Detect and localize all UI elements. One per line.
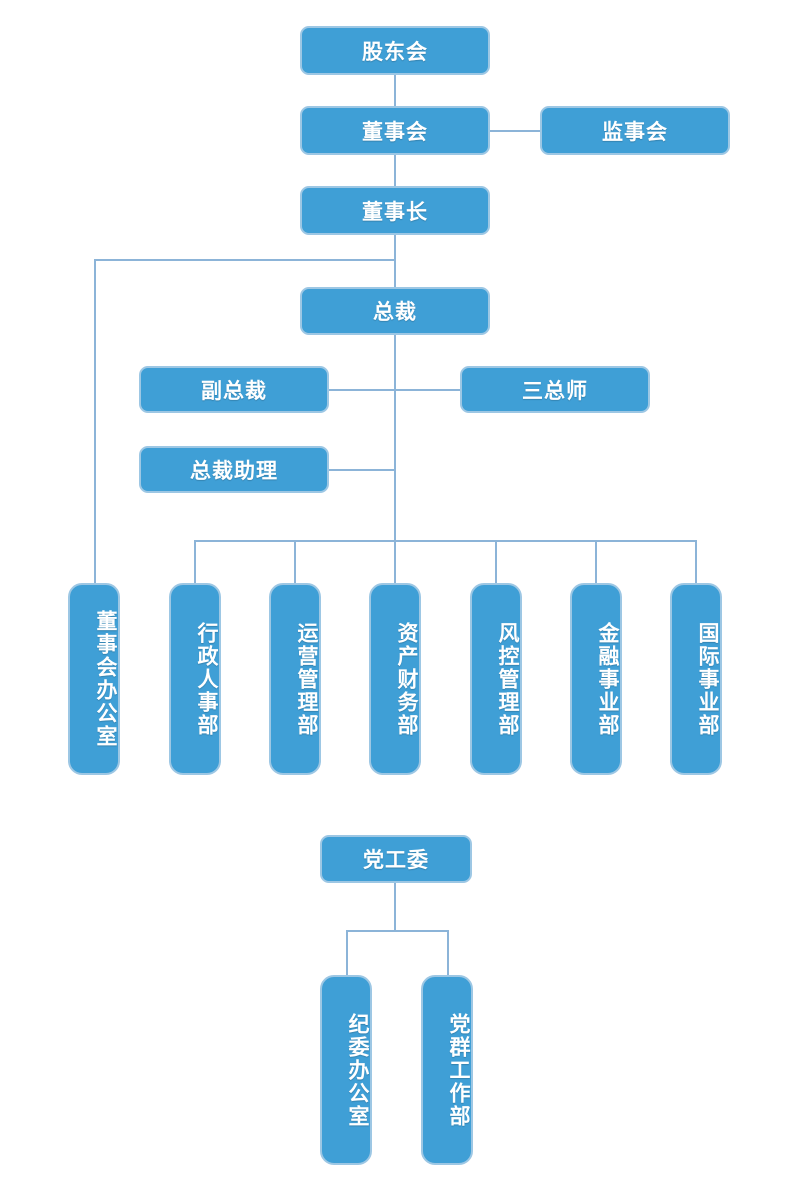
connector-shareholders-to-board xyxy=(394,75,396,106)
connector-president-to-assistant xyxy=(329,469,396,471)
node-president[interactable]: 总裁 xyxy=(300,287,490,335)
connector-chairman-to-board-office-vertical xyxy=(94,259,96,583)
node-label: 纪委办公室 xyxy=(346,1012,370,1128)
node-risk-control-dept[interactable]: 风控管理部 xyxy=(470,583,522,775)
node-chairman[interactable]: 董事长 xyxy=(300,186,490,235)
node-label: 风控管理部 xyxy=(496,621,520,737)
connector-drop-international xyxy=(695,540,697,583)
connector-departments-bus xyxy=(194,540,697,542)
node-international-business-dept[interactable]: 国际事业部 xyxy=(670,583,722,775)
node-label: 董事会办公室 xyxy=(94,610,118,748)
node-label: 总裁助理 xyxy=(190,458,278,483)
node-president-assistant[interactable]: 总裁助理 xyxy=(139,446,329,493)
node-vice-president[interactable]: 副总裁 xyxy=(139,366,329,413)
node-label: 监事会 xyxy=(602,119,668,144)
node-label: 运营管理部 xyxy=(295,621,319,737)
node-asset-finance-dept[interactable]: 资产财务部 xyxy=(369,583,421,775)
connector-drop-financial xyxy=(595,540,597,583)
connector-party-bus xyxy=(346,930,448,932)
node-three-chief-engineers[interactable]: 三总师 xyxy=(460,366,650,413)
node-party-work-committee[interactable]: 党工委 xyxy=(320,835,472,883)
connector-drop-operations xyxy=(294,540,296,583)
node-label: 董事会 xyxy=(362,119,428,144)
node-label: 董事长 xyxy=(362,199,428,224)
connector-president-to-chief-engineers xyxy=(394,389,461,391)
node-operations-mgmt-dept[interactable]: 运营管理部 xyxy=(269,583,321,775)
connector-drop-admin-hr xyxy=(194,540,196,583)
connector-party-committee-trunk xyxy=(394,883,396,930)
connector-president-trunk xyxy=(394,335,396,541)
connector-drop-asset-finance xyxy=(394,540,396,583)
node-label: 资产财务部 xyxy=(395,621,419,737)
connector-drop-party-mass-work xyxy=(447,930,449,975)
connector-board-to-chairman xyxy=(394,155,396,186)
node-label: 三总师 xyxy=(522,378,588,403)
node-label: 党工委 xyxy=(363,848,429,872)
node-label: 总裁 xyxy=(373,300,417,324)
node-financial-business-dept[interactable]: 金融事业部 xyxy=(570,583,622,775)
node-label: 副总裁 xyxy=(201,378,267,403)
connector-drop-risk-control xyxy=(495,540,497,583)
node-label: 国际事业部 xyxy=(696,621,720,737)
node-label: 金融事业部 xyxy=(596,621,620,737)
node-label: 党群工作部 xyxy=(447,1012,471,1128)
connector-chairman-trunk xyxy=(394,235,396,287)
node-shareholders-meeting[interactable]: 股东会 xyxy=(300,26,490,75)
node-board-of-supervisors[interactable]: 监事会 xyxy=(540,106,730,155)
node-discipline-office[interactable]: 纪委办公室 xyxy=(320,975,372,1165)
connector-board-to-supervisors xyxy=(490,130,540,132)
node-label: 行政人事部 xyxy=(195,621,219,737)
connector-chairman-to-board-office-horizontal xyxy=(94,259,396,261)
connector-drop-discipline-office xyxy=(346,930,348,975)
connector-president-to-vice-president xyxy=(329,389,396,391)
node-admin-hr-dept[interactable]: 行政人事部 xyxy=(169,583,221,775)
node-label: 股东会 xyxy=(362,39,428,64)
node-party-mass-work-dept[interactable]: 党群工作部 xyxy=(421,975,473,1165)
node-board-office[interactable]: 董事会办公室 xyxy=(68,583,120,775)
node-board-of-directors[interactable]: 董事会 xyxy=(300,106,490,155)
